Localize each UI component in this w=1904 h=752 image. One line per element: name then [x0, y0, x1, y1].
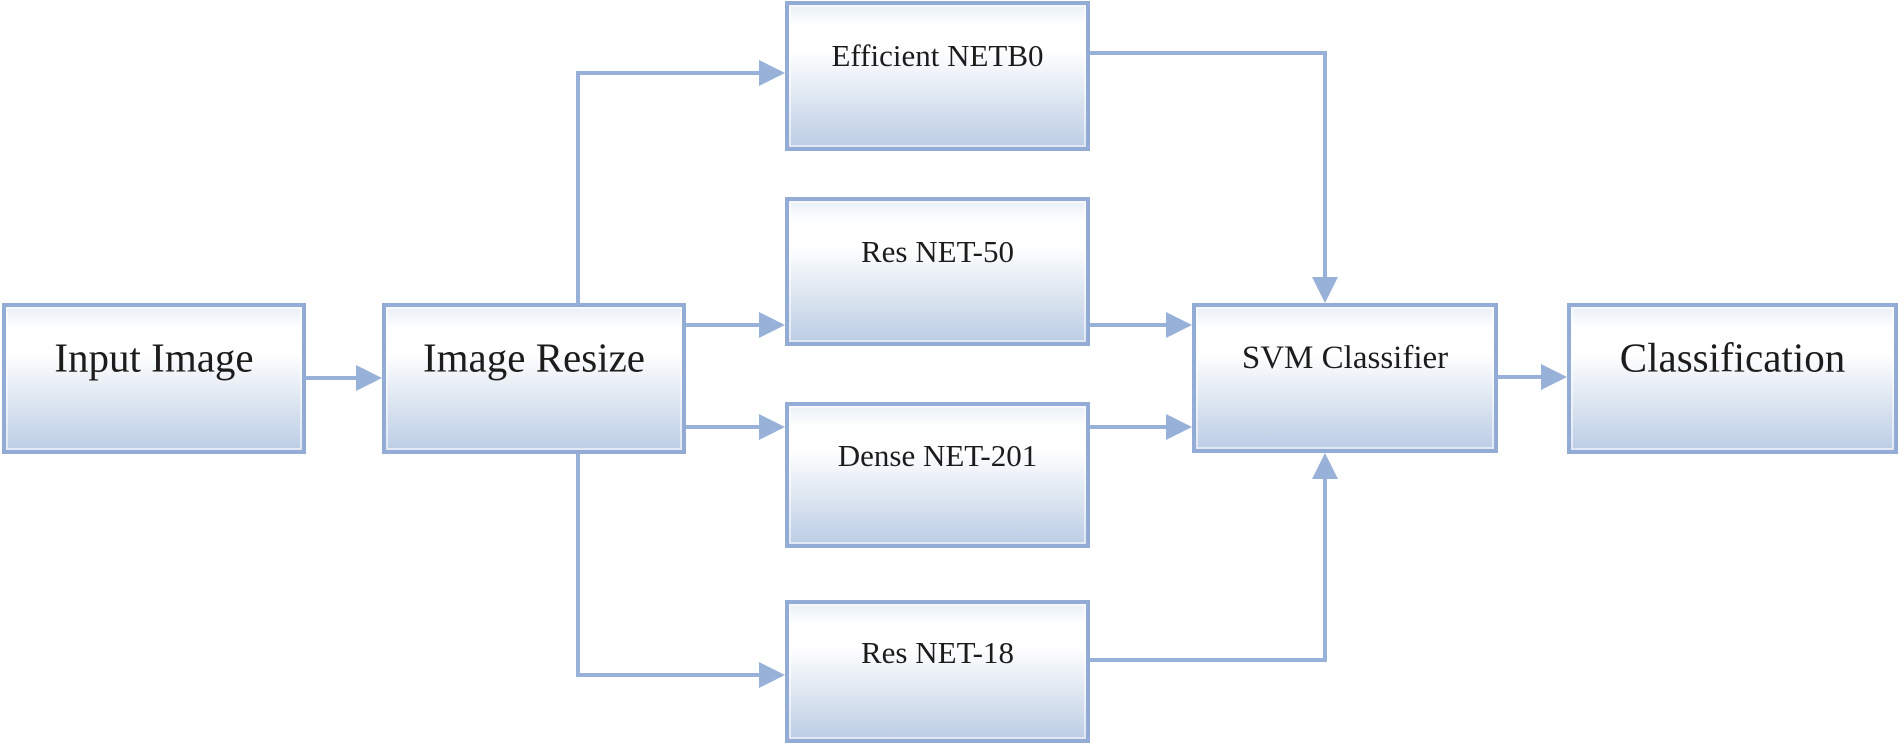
node-res-net-18-label: Res NET-18 — [861, 634, 1014, 670]
node-image-resize: Image Resize — [382, 303, 686, 454]
edge-image-resize-to-dense-net-201-line — [686, 425, 761, 429]
edge-svm-classifier-to-classification-arrowhead-icon — [1541, 364, 1567, 390]
edge-res-net-50-to-svm-classifier-line — [1090, 323, 1168, 327]
edge-res-net-50-to-svm-classifier-arrowhead-icon — [1166, 312, 1192, 338]
edge-image-resize-to-res-net-50-line — [686, 323, 761, 327]
node-classification: Classification — [1567, 303, 1898, 454]
node-svm-classifier-label: SVM Classifier — [1241, 339, 1449, 376]
node-res-net-50-label: Res NET-50 — [861, 233, 1014, 269]
edge-res-net-18-to-svm-classifier-arrowhead-icon — [1312, 453, 1338, 479]
node-dense-net-201: Dense NET-201 — [785, 402, 1090, 548]
edge-image-resize-to-res-net-18-hline — [576, 673, 761, 677]
edge-efficient-netb0-to-svm-classifier-vline — [1323, 51, 1327, 279]
edge-res-net-18-to-svm-classifier-vline — [1323, 477, 1327, 662]
edge-image-resize-to-dense-net-201-arrowhead-icon — [759, 414, 785, 440]
edge-res-net-18-to-svm-classifier-hline — [1090, 658, 1327, 662]
node-efficient-netb0-label: Efficient NETB0 — [831, 38, 1044, 74]
edge-image-resize-to-res-net-18-arrowhead-icon — [759, 662, 785, 688]
node-svm-classifier: SVM Classifier — [1192, 303, 1498, 453]
edge-svm-classifier-to-classification-line — [1498, 375, 1543, 379]
node-efficient-netb0: Efficient NETB0 — [785, 1, 1090, 151]
edge-efficient-netb0-to-svm-classifier-hline — [1090, 51, 1327, 55]
edge-input-image-to-image-resize-arrowhead-icon — [356, 365, 382, 391]
edge-image-resize-to-res-net-50-arrowhead-icon — [759, 312, 785, 338]
edge-image-resize-to-efficient-netb0-vline — [576, 71, 580, 305]
node-input-image: Input Image — [2, 303, 306, 454]
node-res-net-50: Res NET-50 — [785, 197, 1090, 346]
node-image-resize-label: Image Resize — [423, 334, 645, 381]
edge-image-resize-to-efficient-netb0-hline — [576, 71, 761, 75]
node-input-image-label: Input Image — [54, 334, 254, 381]
edge-dense-net-201-to-svm-classifier-line — [1090, 425, 1168, 429]
node-classification-label: Classification — [1619, 334, 1846, 381]
edge-image-resize-to-res-net-18-vline — [576, 454, 580, 677]
edge-image-resize-to-efficient-netb0-arrowhead-icon — [759, 60, 785, 86]
edge-input-image-to-image-resize-line — [306, 376, 358, 380]
edge-efficient-netb0-to-svm-classifier-arrowhead-icon — [1312, 277, 1338, 303]
edge-dense-net-201-to-svm-classifier-arrowhead-icon — [1166, 414, 1192, 440]
node-dense-net-201-label: Dense NET-201 — [837, 437, 1038, 473]
node-res-net-18: Res NET-18 — [785, 600, 1090, 743]
